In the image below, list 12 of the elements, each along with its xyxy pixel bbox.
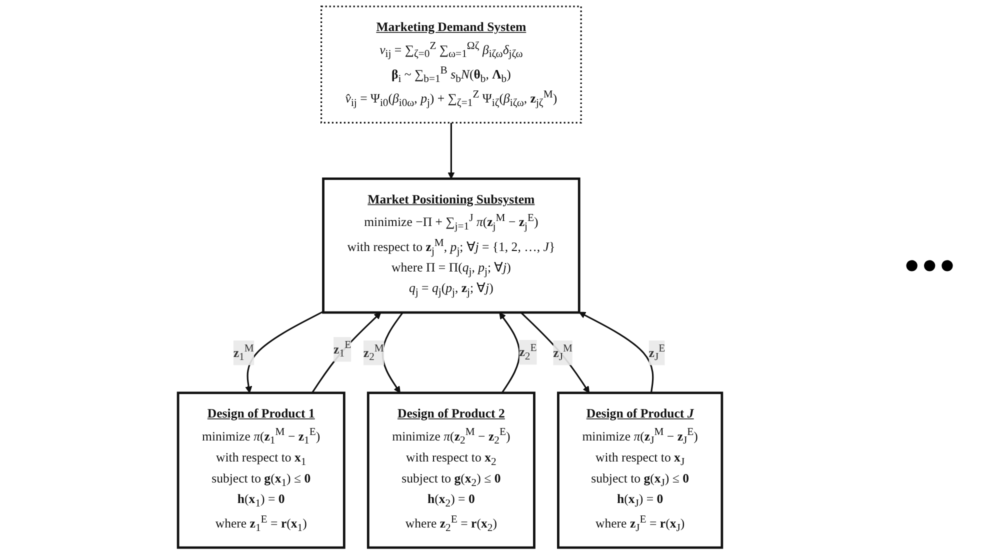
node-box <box>320 6 582 124</box>
node-box <box>176 392 346 549</box>
ellipsis-dots: ●●● <box>904 250 958 280</box>
node-box <box>366 392 536 549</box>
arrow <box>499 312 520 394</box>
arrow <box>448 122 455 180</box>
arrow <box>520 312 590 394</box>
arrow <box>245 310 324 394</box>
arrow <box>578 312 654 393</box>
arrow <box>311 312 382 394</box>
node-box <box>322 178 580 314</box>
node-box <box>557 392 724 549</box>
